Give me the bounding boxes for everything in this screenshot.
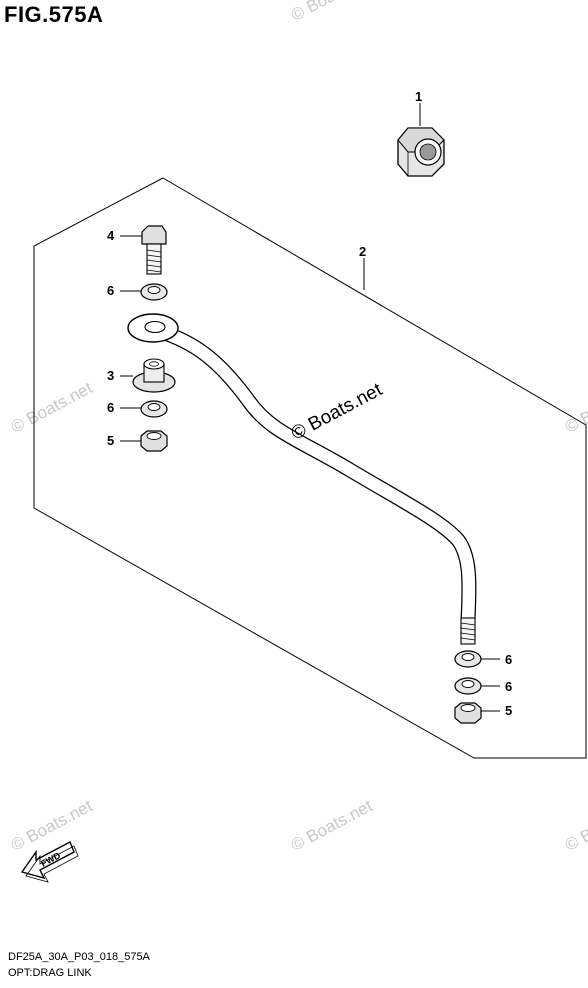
figure-title: FIG.575A bbox=[4, 2, 104, 27]
part-washer-6 bbox=[454, 650, 482, 668]
part-bushing-3 bbox=[132, 358, 176, 393]
part-washer-6 bbox=[140, 400, 168, 418]
callout-2: 2 bbox=[359, 244, 366, 259]
callout-4: 4 bbox=[107, 228, 115, 243]
part-washer-6 bbox=[454, 677, 482, 695]
part-bolt-4 bbox=[141, 225, 167, 275]
callout-5: 5 bbox=[505, 703, 512, 718]
callout-1: 1 bbox=[415, 89, 422, 104]
callout-3: 3 bbox=[107, 368, 114, 383]
callout-6: 6 bbox=[107, 283, 114, 298]
callout-5: 5 bbox=[107, 433, 114, 448]
assembly-outline bbox=[33, 177, 587, 759]
callout-6: 6 bbox=[107, 400, 114, 415]
part-washer-6 bbox=[140, 283, 168, 301]
figure-code: DF25A_30A_P03_018_575A bbox=[8, 951, 150, 963]
callout-6: 6 bbox=[505, 652, 512, 667]
part-nut-5 bbox=[140, 430, 168, 452]
figure-name: OPT:DRAG LINK bbox=[8, 967, 92, 979]
fwd-arrow-icon: FWD bbox=[20, 841, 79, 883]
part-nut-5 bbox=[454, 702, 482, 724]
part-nut-1 bbox=[397, 127, 445, 177]
part-drag-link-2 bbox=[127, 313, 477, 645]
callout-6: 6 bbox=[505, 679, 512, 694]
